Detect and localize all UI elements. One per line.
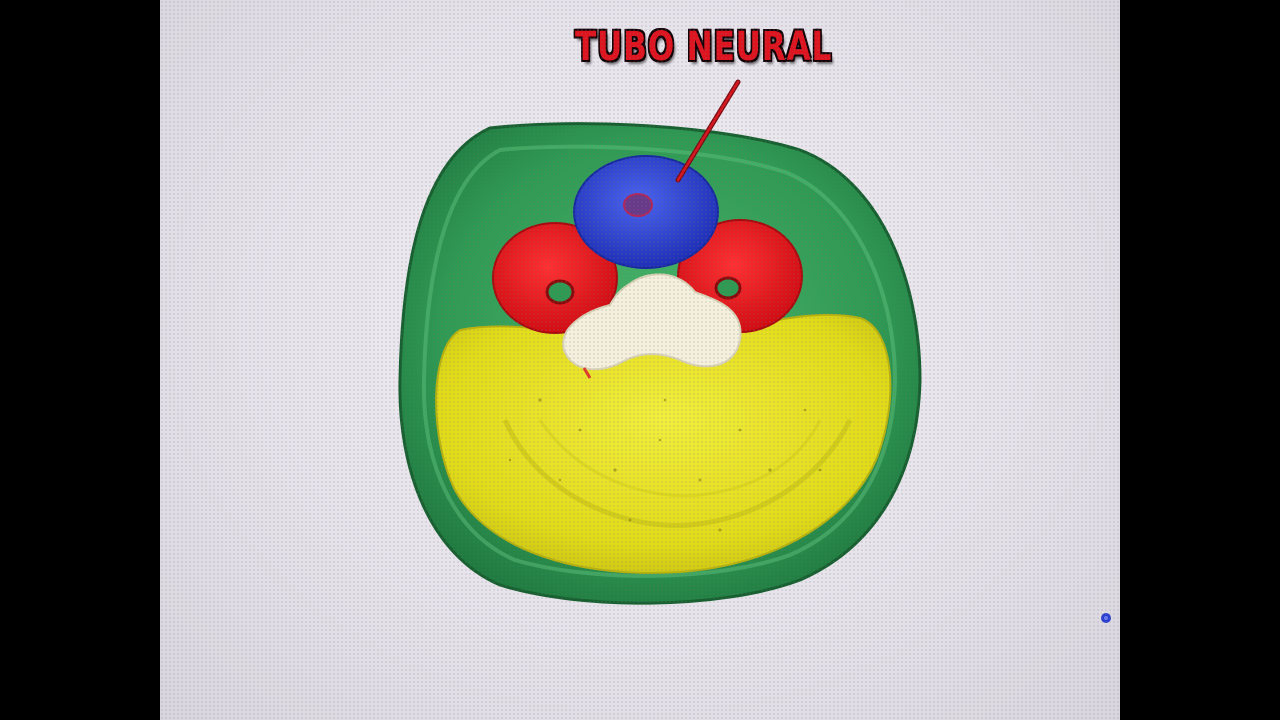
notochord-small-mark [582, 367, 592, 379]
left-somite [492, 222, 618, 334]
yolk-contour-inner [538, 419, 822, 498]
yolk-speckles [508, 398, 822, 532]
label-pointer-line-highlight [676, 80, 740, 182]
tubo-neural-label: TUBO NEURAL [575, 24, 833, 70]
notochord [562, 273, 742, 371]
inner-rim [421, 144, 898, 578]
neural-tube [573, 155, 719, 269]
embryo-model-illustration [398, 79, 1111, 623]
blue-dot-icon [1101, 613, 1111, 623]
yolk-contour [502, 418, 853, 529]
photo-plasticine-embryo-model: TUBO NEURAL [160, 0, 1120, 720]
